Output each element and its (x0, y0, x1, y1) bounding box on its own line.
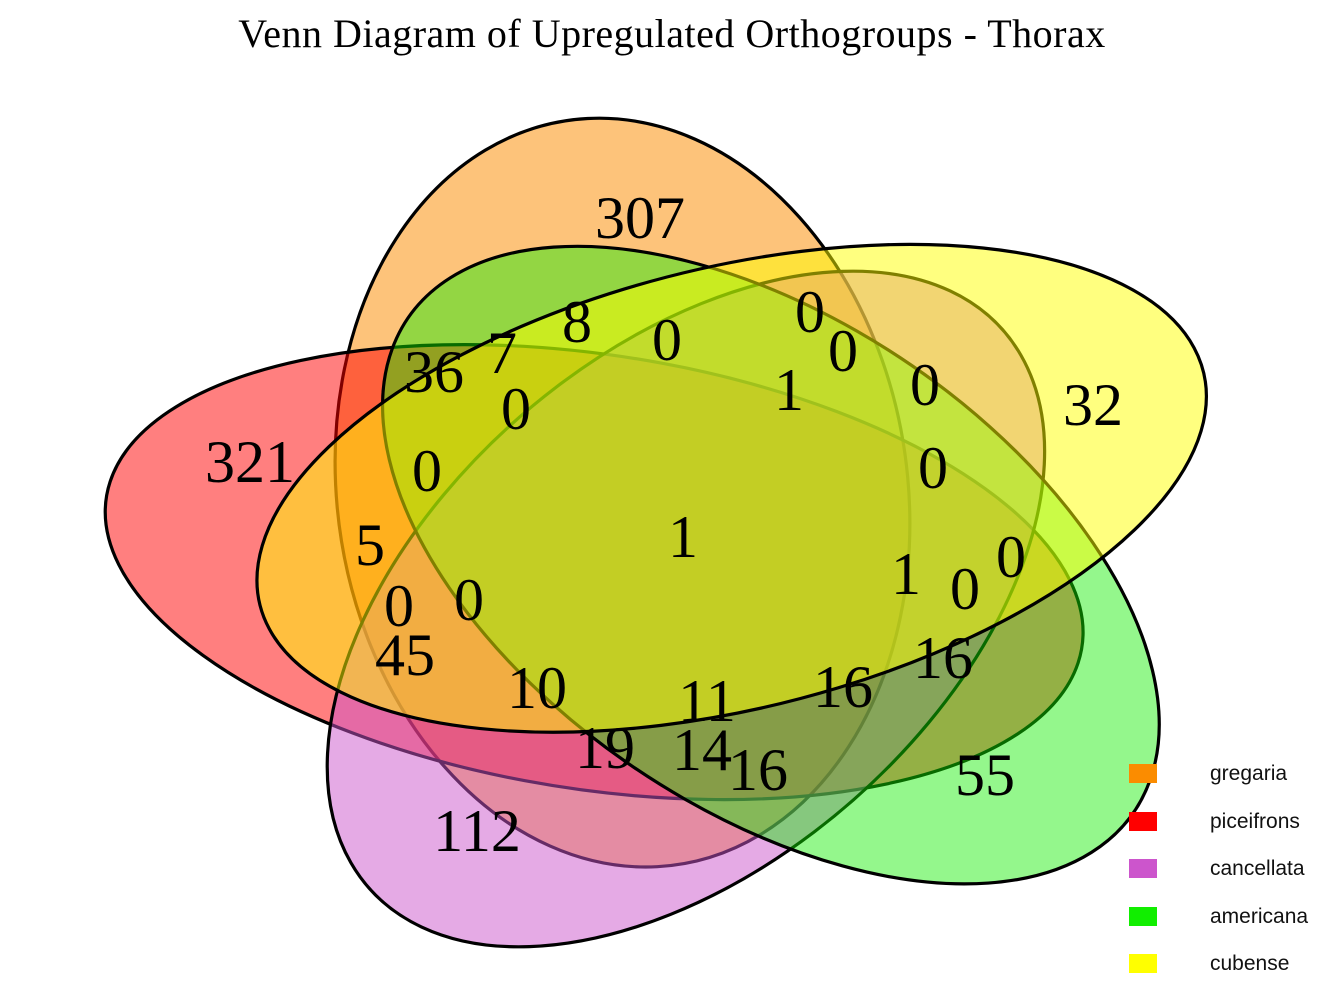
venn-ellipses-canvas (0, 0, 1344, 960)
ellipse-cubense (162, 148, 1301, 828)
legend-swatch-piceifrons (1129, 811, 1157, 831)
legend-label-cancellata: cancellata (1210, 857, 1305, 881)
legend-label-americana: americana (1210, 904, 1309, 928)
legend-swatch-gregaria (1129, 764, 1157, 784)
legend: gregaria piceifrons cancellata americana cub… (1129, 750, 1344, 988)
legend-label-gregaria: gregaria (1210, 762, 1288, 786)
legend-swatch-cancellata (1129, 859, 1157, 879)
legend-swatch-americana (1129, 906, 1157, 926)
legend-item-gregaria: gregaria (1129, 750, 1344, 798)
legend-label-piceifrons: piceifrons (1210, 809, 1300, 833)
page-title: Venn Diagram of Upregulated Orthogroups … (238, 11, 1106, 56)
legend-item-americana: americana (1129, 893, 1344, 941)
venn-ellipses (41, 104, 1311, 960)
legend-item-piceifrons: piceifrons (1129, 798, 1344, 846)
legend-item-cubense: cubense (1129, 940, 1344, 988)
legend-item-cancellata: cancellata (1129, 845, 1344, 893)
legend-label-cubense: cubense (1210, 952, 1290, 976)
legend-swatch-cubense (1129, 954, 1157, 974)
